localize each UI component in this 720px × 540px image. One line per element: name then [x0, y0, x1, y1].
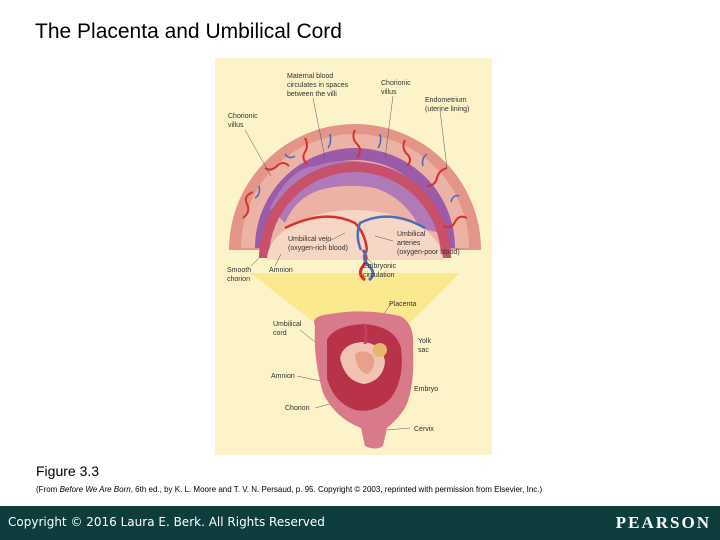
label-chorionic-villus-top: Chorionic [381, 80, 411, 87]
label-chorionic-villus-left: Chorionic [228, 113, 258, 120]
maternal-veins [254, 133, 460, 203]
maternal-arteries [242, 129, 468, 229]
label-chorion: Chorion [285, 405, 310, 412]
label-maternal-blood: Maternal blood [287, 73, 333, 80]
chorionic-plate [259, 162, 451, 258]
label-chorionic-villus-left-2: villus [228, 122, 244, 129]
label-chorionic-villus-top-2: villus [381, 89, 397, 96]
label-endometrium-2: (uterine lining) [425, 106, 469, 113]
source-prefix: (From [36, 485, 60, 494]
label-placenta: Placenta [389, 301, 416, 308]
label-yolk-sac-2: sac [418, 347, 429, 354]
source-book-title: Before We Are Born [59, 485, 131, 494]
label-umbilical-arteries: Umbilical [397, 231, 426, 238]
embryo-body [355, 351, 375, 374]
figure-source-citation: (From Before We Are Born, 6th ed., by K.… [36, 485, 542, 494]
decidua-layer [241, 134, 469, 248]
label-embryonic-circulation: Embryonic [363, 263, 397, 270]
copyright-text: Copyright © 2016 Laura E. Berk. All Righ… [8, 515, 325, 529]
pearson-logo: PEARSON [615, 513, 711, 532]
label-umbilical-vein: Umbilical vein [288, 236, 331, 243]
label-endometrium: Endometrium [425, 97, 467, 104]
fetal-vessels [284, 215, 426, 282]
label-umbilical-arteries-2: arteries [397, 240, 421, 247]
amniotic-space [267, 210, 443, 260]
placenta-diagram: Maternal blood circulates in spaces betw… [227, 73, 481, 449]
label-cervix: Cervix [414, 426, 434, 433]
zoom-wedge [250, 273, 460, 323]
label-maternal-blood-3: between the villi [287, 91, 337, 98]
label-embryo: Embryo [414, 386, 438, 393]
slide-title: The Placenta and Umbilical Cord [35, 20, 342, 43]
label-smooth-chorion: Smooth [227, 267, 251, 274]
label-maternal-blood-2: circulates in spaces [287, 82, 349, 89]
label-umbilical-cord: Umbilical [273, 321, 302, 328]
label-smooth-chorion-2: chorion [227, 276, 250, 283]
label-amnion-top: Amnion [269, 267, 293, 274]
placenta-illustration: Maternal blood circulates in spaces betw… [215, 58, 492, 455]
label-umbilical-vein-2: (oxygen-rich blood) [288, 245, 348, 252]
label-umbilical-cord-2: cord [273, 330, 287, 337]
label-umbilical-arteries-3: (oxygen-poor blood) [397, 249, 460, 256]
yolk-sac [373, 343, 387, 357]
umbilical-cord-small [363, 323, 368, 345]
label-amnion-bottom: Amnion [271, 373, 295, 380]
footer-bar: Copyright © 2016 Laura E. Berk. All Righ… [0, 506, 720, 540]
figure-caption: Figure 3.3 [36, 463, 100, 479]
label-embryonic-circulation-2: circulation [363, 272, 395, 279]
source-suffix: , 6th ed., by K. L. Moore and T. V. N. P… [130, 485, 543, 494]
label-yolk-sac: Yolk [418, 338, 431, 345]
